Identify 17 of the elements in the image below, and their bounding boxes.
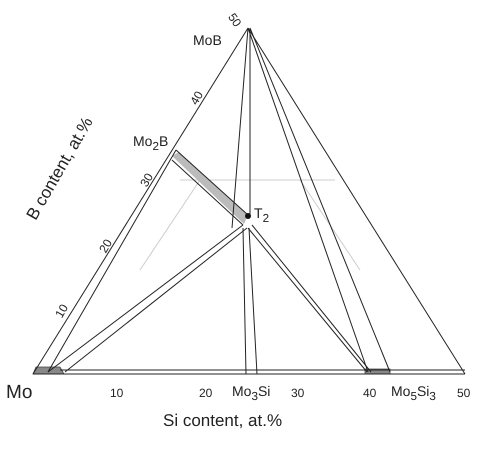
element-label: Mo (6, 383, 32, 402)
tick-label: 30 (291, 387, 304, 399)
tick-label: 10 (110, 387, 124, 399)
phase-label: Mo$_{2}$B (133, 134, 168, 152)
phase-label: T$_{2}$ (254, 206, 270, 224)
phase-label: MoB (193, 33, 222, 47)
tick-label: 40 (363, 387, 376, 399)
tick-label: 40 (188, 89, 206, 107)
phase-label: Mo$_{3}$Si (232, 384, 270, 402)
tick-label: 30 (138, 171, 156, 189)
tick-label: 50 (226, 11, 244, 29)
tick-label: 20 (97, 237, 114, 255)
axis-title: Si content, at.% (163, 412, 282, 429)
tick-label: 50 (457, 387, 470, 399)
phase-label: Mo$_{5}$Si$_{3}$ (391, 384, 436, 402)
tick-label: 20 (199, 387, 212, 399)
tick-label: 10 (53, 302, 70, 320)
